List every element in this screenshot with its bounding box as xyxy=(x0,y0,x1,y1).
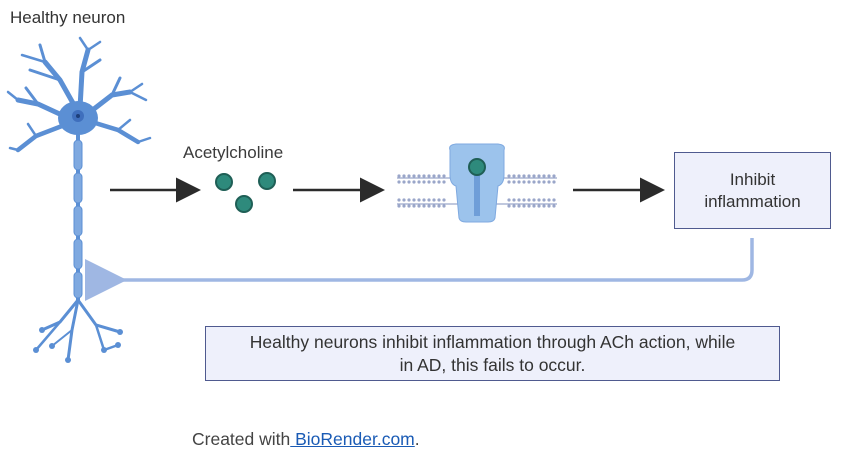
lipid-head xyxy=(537,174,541,178)
neuron-title: Healthy neuron xyxy=(10,8,126,27)
lipid-head xyxy=(507,204,511,208)
lipid-head xyxy=(442,174,446,178)
feedback-arrow-icon xyxy=(85,238,754,301)
lipid-head xyxy=(412,180,416,184)
lipid-head xyxy=(417,180,421,184)
lipid-head xyxy=(402,174,406,178)
lipid-head xyxy=(542,180,546,184)
acetylcholine-molecule-icon xyxy=(215,172,276,213)
lipid-head xyxy=(412,198,416,202)
lipid-head xyxy=(542,198,546,202)
lipid-head xyxy=(507,174,511,178)
acetylcholine-label: Acetylcholine xyxy=(183,143,284,162)
lipid-head xyxy=(537,180,541,184)
lipid-head xyxy=(427,204,431,208)
lipid-head xyxy=(517,198,521,202)
inhibit-inflammation-box: Inhibit inflammation xyxy=(674,152,831,229)
lipid-head xyxy=(407,174,411,178)
lipid-head xyxy=(532,198,536,202)
credit-prefix: Created with xyxy=(192,429,291,449)
lipid-head xyxy=(537,204,541,208)
lipid-head xyxy=(437,204,441,208)
lipid-head xyxy=(512,204,516,208)
lipid-head xyxy=(407,180,411,184)
lipid-head xyxy=(427,174,431,178)
credit-suffix: . xyxy=(414,429,420,449)
lipid-head xyxy=(537,198,541,202)
lipid-head xyxy=(397,174,401,178)
lipid-head xyxy=(412,174,416,178)
lipid-head xyxy=(512,174,516,178)
credit-line: Created with BioRender.com. xyxy=(192,429,420,450)
lipid-head xyxy=(437,198,441,202)
lipid-head xyxy=(512,198,516,202)
lipid-head xyxy=(547,198,551,202)
lipid-head xyxy=(547,204,551,208)
lipid-head xyxy=(402,198,406,202)
lipid-head xyxy=(397,204,401,208)
lipid-head xyxy=(432,198,436,202)
lipid-head xyxy=(442,204,446,208)
lipid-head xyxy=(402,180,406,184)
lipid-head xyxy=(397,180,401,184)
lipid-head xyxy=(422,204,426,208)
lipid-head xyxy=(432,180,436,184)
lipid-head xyxy=(422,174,426,178)
lipid-head xyxy=(422,180,426,184)
lipid-head xyxy=(432,204,436,208)
lipid-head xyxy=(437,174,441,178)
receptor-membrane-icon xyxy=(397,143,557,223)
lipid-head xyxy=(507,198,511,202)
lipid-head xyxy=(407,204,411,208)
lipid-head xyxy=(397,198,401,202)
lipid-head xyxy=(527,180,531,184)
lipid-head xyxy=(402,204,406,208)
lipid-head xyxy=(517,174,521,178)
lipid-head xyxy=(527,174,531,178)
lipid-head xyxy=(552,174,556,178)
lipid-head xyxy=(542,204,546,208)
lipid-head xyxy=(412,204,416,208)
lipid-head xyxy=(517,204,521,208)
summary-box: Healthy neurons inhibit inflammation thr… xyxy=(205,326,780,381)
lipid-head xyxy=(442,180,446,184)
lipid-head xyxy=(422,198,426,202)
lipid-head xyxy=(542,174,546,178)
lipid-head xyxy=(437,180,441,184)
lipid-head xyxy=(417,174,421,178)
lipid-head xyxy=(532,204,536,208)
lipid-head xyxy=(417,198,421,202)
lipid-head xyxy=(522,198,526,202)
lipid-head xyxy=(532,174,536,178)
lipid-head xyxy=(522,204,526,208)
lipid-head xyxy=(427,198,431,202)
lipid-head xyxy=(417,204,421,208)
lipid-head xyxy=(527,204,531,208)
lipid-head xyxy=(532,180,536,184)
lipid-head xyxy=(442,198,446,202)
myelin-sheath xyxy=(73,139,83,299)
axon-terminal-dots xyxy=(33,327,123,363)
lipid-head xyxy=(552,198,556,202)
lipid-head xyxy=(507,180,511,184)
lipid-head xyxy=(432,174,436,178)
lipid-head xyxy=(552,204,556,208)
biorender-link[interactable]: BioRender.com xyxy=(290,429,415,449)
lipid-head xyxy=(427,180,431,184)
neuron-soma xyxy=(58,101,98,135)
lipid-head xyxy=(527,198,531,202)
lipid-head xyxy=(522,174,526,178)
lipid-head xyxy=(552,180,556,184)
lipid-head xyxy=(547,174,551,178)
lipid-head xyxy=(517,180,521,184)
lipid-head xyxy=(522,180,526,184)
lipid-head xyxy=(547,180,551,184)
lipid-head xyxy=(407,198,411,202)
lipid-head xyxy=(512,180,516,184)
